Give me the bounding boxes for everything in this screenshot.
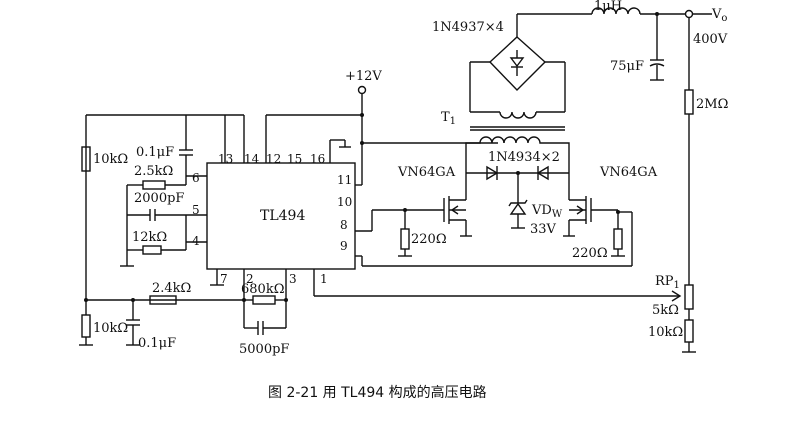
zener-label: VDW xyxy=(531,203,563,220)
pin-10: 10 xyxy=(337,195,352,209)
pin-13: 13 xyxy=(218,152,233,166)
pin-6: 6 xyxy=(192,171,200,185)
output-voltage-label: Vo xyxy=(711,7,727,24)
pin-9: 9 xyxy=(340,239,348,253)
resistor-10k-bottom-right-label: 10kΩ xyxy=(648,325,683,340)
pin-4: 4 xyxy=(192,234,200,248)
bottom-left-network: 10kΩ 0.1μF 2.4kΩ 680kΩ 5000pF xyxy=(79,281,289,357)
pin-11: 11 xyxy=(337,173,352,187)
left-timing-network: 10kΩ 0.1μF 2.5kΩ 2000pF 12kΩ xyxy=(81,114,244,300)
output-voltage-value: 400V xyxy=(693,32,728,47)
pin-12: 12 xyxy=(266,152,281,166)
resistor-2-4k-label: 2.4kΩ xyxy=(152,281,191,296)
bridge-rectifier: 1N4937×4 xyxy=(432,13,592,113)
resistor-220-left-label: 220Ω xyxy=(411,232,447,247)
figure-caption: 图 2-21 用 TL494 构成的高压电路 xyxy=(268,384,487,401)
potentiometer-label: RP1 xyxy=(655,274,680,291)
potentiometer-value: 5kΩ xyxy=(652,303,679,318)
resistor-10k-top-left-label: 10kΩ xyxy=(93,152,128,167)
diodes-label: 1N4934×2 xyxy=(488,150,560,165)
pin9-wire xyxy=(355,211,633,267)
resistor-220-left xyxy=(400,228,410,250)
potentiometer-rp1 xyxy=(684,284,694,310)
resistor-2m xyxy=(684,89,694,115)
tl494-body xyxy=(206,162,356,270)
resistor-680k-label: 680kΩ xyxy=(241,282,284,297)
pin-5: 5 xyxy=(192,203,200,217)
resistor-220-right xyxy=(613,228,623,250)
mosfet-left-label: VN64GA xyxy=(397,165,456,180)
tl494-bottom-pins: 7 2 3 1 xyxy=(210,269,328,300)
feedback-line xyxy=(314,290,682,302)
left-mosfet-stage: 220Ω VN64GA xyxy=(355,165,472,257)
pin-8: 8 xyxy=(340,218,348,232)
resistor-12k xyxy=(142,245,162,255)
output-section: 1μH 75μF Vo 400V 2MΩ xyxy=(591,0,728,285)
capacitor-pin6-label: 0.1μF xyxy=(136,145,174,160)
capacitor-bottom-left-label: 0.1μF xyxy=(138,336,176,351)
resistor-2-5k xyxy=(142,180,166,190)
zener-diode xyxy=(509,202,527,215)
resistor-680k xyxy=(252,295,276,305)
supply-12v-label: +12V xyxy=(345,69,382,84)
resistor-2-5k-label: 2.5kΩ xyxy=(134,164,173,179)
bridge-label: 1N4937×4 xyxy=(432,20,504,35)
resistor-10k-bottom-left xyxy=(81,314,91,338)
pin-1: 1 xyxy=(320,272,328,286)
diode-zener-section: 1N4934×2 VDW 33V xyxy=(466,150,569,237)
resistor-2-4k xyxy=(149,295,177,305)
tl494-top-pins: 13 14 12 15 16 xyxy=(218,115,331,166)
transformer-t1: T1 xyxy=(441,110,570,173)
pin-3: 3 xyxy=(289,272,297,286)
resistor-10k-top-left xyxy=(81,146,91,172)
resistor-2m-label: 2MΩ xyxy=(696,97,728,112)
resistor-12k-label: 12kΩ xyxy=(132,230,167,245)
diode-1 xyxy=(486,165,499,181)
zener-value-label: 33V xyxy=(530,222,557,237)
capacitor-5000pf-label: 5000pF xyxy=(239,342,289,357)
supply-12v: +12V xyxy=(266,69,498,186)
tl494-label: TL494 xyxy=(260,208,305,224)
capacitor-75uf-label: 75μF xyxy=(610,59,644,74)
mosfet-right-label: VN64GA xyxy=(599,165,658,180)
tl494-right-pins: 11 10 8 9 xyxy=(337,173,352,253)
right-mosfet-stage: 220Ω VN64GA xyxy=(563,165,658,261)
tl494-left-pins: 6 5 4 xyxy=(192,171,200,248)
pin-15: 15 xyxy=(287,152,302,166)
output-terminal xyxy=(684,9,694,19)
inductor-label: 1μH xyxy=(594,0,622,14)
pin-7: 7 xyxy=(220,272,228,286)
inductor xyxy=(591,7,641,15)
capacitor-2000pf-label: 2000pF xyxy=(134,191,184,206)
transformer-label: T1 xyxy=(441,110,456,127)
diode-2 xyxy=(536,165,549,181)
resistor-220-right-label: 220Ω xyxy=(572,246,608,261)
pin-16: 16 xyxy=(310,152,325,166)
resistor-10k-bottom-left-label: 10kΩ xyxy=(93,321,128,336)
pin-14: 14 xyxy=(244,152,260,166)
resistor-10k-bottom-right xyxy=(684,319,694,343)
potentiometer-section: RP1 5kΩ 10kΩ xyxy=(648,274,696,353)
pin-2: 2 xyxy=(246,272,254,286)
